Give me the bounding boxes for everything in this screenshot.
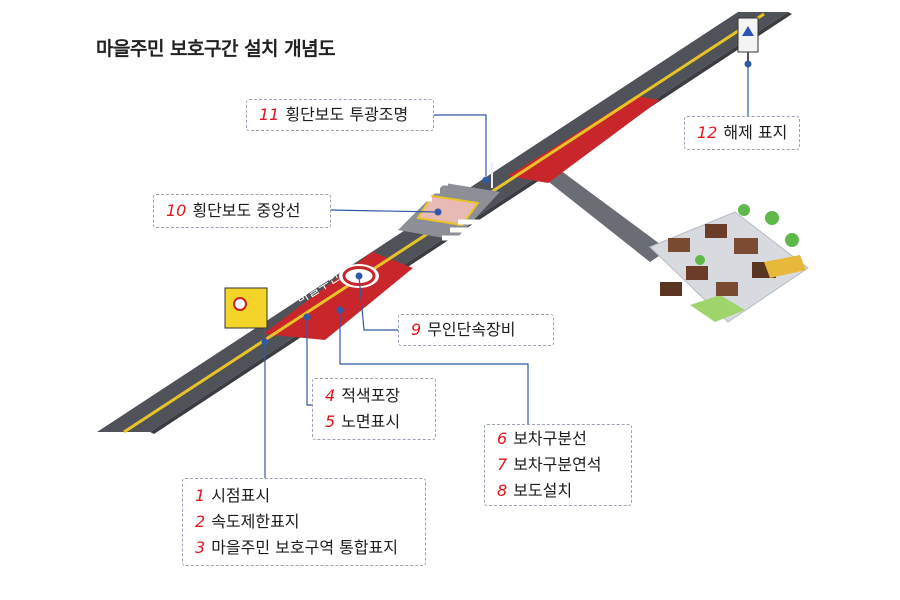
start-sign-panel bbox=[224, 287, 268, 329]
callout-number: 7 bbox=[497, 455, 508, 474]
crosswalk-stripes bbox=[402, 180, 488, 241]
callout-number: 6 bbox=[497, 429, 508, 448]
speed-limit-sign-icon bbox=[233, 297, 247, 311]
callout-row: 9 무인단속장비 bbox=[411, 317, 541, 343]
callout-number: 2 bbox=[195, 512, 206, 531]
callout-number: 10 bbox=[166, 201, 187, 220]
callout-number: 8 bbox=[497, 481, 508, 500]
callout-row: 11 횡단보도 투광조명 bbox=[259, 102, 421, 128]
callout-row: 8 보도설치 bbox=[497, 478, 619, 504]
callout-label: 마을주민 보호구역 통합표지 bbox=[211, 538, 398, 557]
callout-6-7-8-sidewalk: 6 보차구분선 7 보차구분연석 8 보도설치 bbox=[484, 424, 632, 506]
callout-label: 보차구분연석 bbox=[513, 455, 602, 474]
callout-1-2-3-start-signs: 1 시점표시 2 속도제한표지 3 마을주민 보호구역 통합표지 bbox=[182, 478, 426, 566]
crosswalk-median bbox=[416, 194, 480, 227]
callout-11-floodlight: 11 횡단보도 투광조명 bbox=[246, 99, 434, 131]
leader-lines bbox=[264, 64, 749, 482]
leader-10 bbox=[329, 209, 439, 213]
house-7 bbox=[660, 282, 682, 296]
side-road bbox=[540, 170, 668, 262]
village-grass bbox=[690, 295, 745, 322]
callout-label: 보도설치 bbox=[513, 481, 573, 500]
callout-row: 2 속도제한표지 bbox=[195, 509, 413, 535]
callout-number: 11 bbox=[259, 105, 280, 124]
tree-3 bbox=[738, 204, 750, 216]
callout-row: 10 횡단보도 중앙선 bbox=[166, 198, 318, 224]
callout-12-release-sign: 12 해제 표지 bbox=[684, 116, 800, 150]
callout-number: 3 bbox=[195, 538, 206, 557]
callout-row: 12 해제 표지 bbox=[697, 120, 787, 146]
callout-label: 적색포장 bbox=[341, 386, 401, 405]
callout-4-5-pavement-marking: 4 적색포장 5 노면표시 bbox=[312, 378, 436, 440]
leader-9 bbox=[358, 275, 398, 331]
callout-row: 1 시점표시 bbox=[195, 483, 413, 509]
callout-label: 무인단속장비 bbox=[427, 320, 516, 339]
callout-row: 6 보차구분선 bbox=[497, 426, 619, 452]
callout-row: 4 적색포장 bbox=[325, 383, 423, 409]
callout-10-crosswalk-centerline: 10 횡단보도 중앙선 bbox=[153, 194, 331, 228]
callout-row: 5 노면표시 bbox=[325, 409, 423, 435]
yellow-field bbox=[764, 255, 806, 278]
callout-number: 4 bbox=[325, 386, 336, 405]
callout-label: 해제 표지 bbox=[723, 123, 788, 142]
end-sign-symbol-icon bbox=[742, 26, 754, 36]
red-pavement-far bbox=[508, 96, 660, 183]
house-1 bbox=[668, 238, 690, 252]
house-5 bbox=[686, 266, 708, 280]
callout-label: 횡단보도 투광조명 bbox=[285, 105, 409, 124]
callout-label: 속도제한표지 bbox=[211, 512, 300, 531]
callout-number: 12 bbox=[697, 123, 718, 142]
callout-number: 9 bbox=[411, 320, 422, 339]
callout-row: 3 마을주민 보호구역 통합표지 bbox=[195, 535, 413, 561]
leader-678 bbox=[339, 310, 529, 424]
speed-limit-ring bbox=[342, 266, 376, 286]
house-6 bbox=[716, 282, 738, 296]
callout-9-enforcement-camera: 9 무인단속장비 bbox=[398, 314, 554, 346]
callout-label: 보차구분선 bbox=[513, 429, 587, 448]
tree-2 bbox=[785, 233, 799, 247]
callout-number: 5 bbox=[325, 412, 336, 431]
callout-row: 7 보차구분연석 bbox=[497, 452, 619, 478]
house-3 bbox=[734, 238, 758, 254]
leader-dots bbox=[261, 60, 752, 346]
callout-label: 시점표시 bbox=[211, 486, 271, 505]
callout-label: 노면표시 bbox=[341, 412, 401, 431]
diagram-title: 마을주민 보호구간 설치 개념도 bbox=[96, 38, 336, 60]
tree-1 bbox=[765, 211, 779, 225]
callout-label: 횡단보도 중앙선 bbox=[192, 201, 301, 220]
leader-45 bbox=[306, 317, 312, 406]
village-illustration bbox=[649, 204, 809, 323]
leader-11 bbox=[430, 114, 487, 176]
callout-number: 1 bbox=[195, 486, 206, 505]
tree-4 bbox=[695, 255, 705, 265]
house-2 bbox=[705, 224, 727, 238]
